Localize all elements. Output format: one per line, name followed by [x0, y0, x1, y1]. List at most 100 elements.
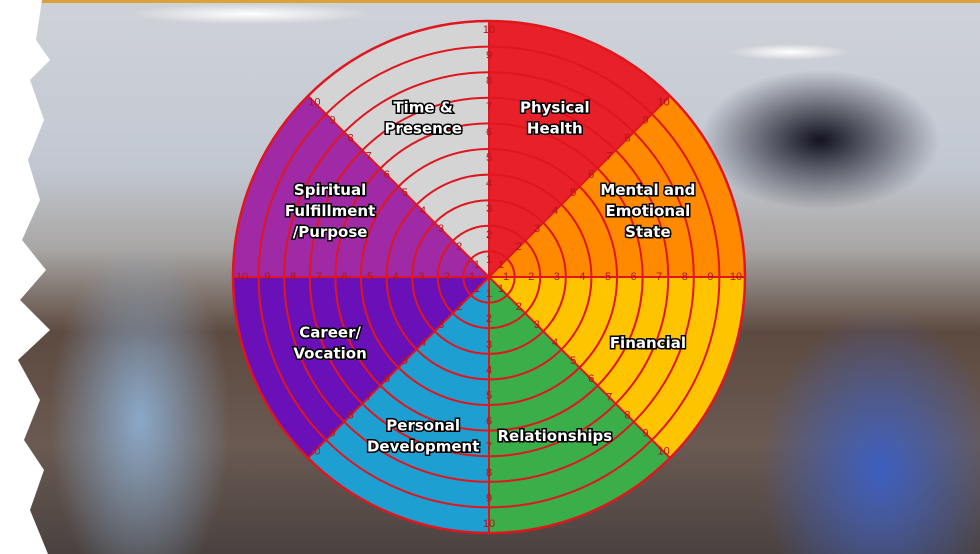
scale-number: 3	[554, 271, 560, 283]
scale-number: 5	[605, 271, 611, 283]
scale-number: 2	[516, 241, 522, 253]
scale-number: 9	[642, 428, 648, 440]
scale-number: 7	[316, 271, 322, 283]
scale-number: 1	[486, 288, 492, 300]
scale-number: 9	[707, 271, 713, 283]
scale-number: 9	[642, 114, 648, 126]
scale-number: 2	[444, 271, 450, 283]
label-line: Physical	[520, 99, 590, 117]
label-time-presence: Time &Presence	[384, 99, 461, 138]
scale-number: 6	[588, 373, 594, 385]
scale-number: 2	[456, 241, 462, 253]
scale-number: 10	[730, 271, 742, 283]
label-line: Development	[367, 437, 479, 455]
scale-number: 3	[418, 271, 424, 283]
label-financial: Financial	[610, 334, 686, 352]
spoke	[307, 95, 490, 278]
sector-physical-health	[489, 21, 671, 277]
scale-number: 6	[588, 169, 594, 181]
scale-number: 5	[570, 355, 576, 367]
label-line: Mental and	[600, 181, 695, 199]
sector-spiritual-fulfillment-purpose	[233, 95, 489, 277]
scale-number: 5	[402, 355, 408, 367]
scale-number: 7	[486, 101, 492, 113]
scale-number: 8	[486, 75, 492, 87]
sector-time-presence	[307, 21, 489, 277]
scale-number: 8	[347, 133, 353, 145]
spoke	[307, 276, 490, 459]
scale-number: 5	[570, 187, 576, 199]
scale-number: 9	[265, 271, 271, 283]
scale-number: 6	[384, 169, 390, 181]
scale-number: 7	[606, 151, 612, 163]
scale-number: 9	[329, 428, 335, 440]
label-line: State	[625, 223, 670, 241]
scale-number: 2	[486, 313, 492, 325]
scale-number: 4	[552, 205, 558, 217]
scale-number: 10	[658, 96, 670, 108]
scale-number: 8	[682, 271, 688, 283]
label-line: Relationships	[497, 427, 612, 445]
scale-number: 10	[658, 446, 670, 458]
scale-number: 1	[469, 271, 475, 283]
label-line: Financial	[610, 334, 686, 352]
scale-number: 1	[498, 259, 504, 271]
scale-number: 10	[483, 518, 495, 530]
label-line: Personal	[386, 416, 460, 434]
scale-number: 6	[341, 271, 347, 283]
scale-number: 8	[624, 409, 630, 421]
scale-number: 2	[456, 301, 462, 313]
scale-number: 3	[486, 339, 492, 351]
scale-number: 1	[498, 283, 504, 295]
label-relationships: Relationships	[497, 427, 612, 445]
scale-number: 2	[486, 229, 492, 241]
scale-number: 7	[486, 441, 492, 453]
scale-number: 9	[486, 50, 492, 62]
scale-number: 5	[486, 152, 492, 164]
scale-number: 7	[606, 391, 612, 403]
sector-career-vocation	[233, 277, 489, 459]
scale-number: 4	[420, 337, 426, 349]
label-line: Spiritual	[294, 181, 366, 199]
sector-relationships	[489, 277, 671, 533]
scale-number: 4	[486, 178, 492, 190]
scale-number: 7	[656, 271, 662, 283]
scale-number: 8	[624, 133, 630, 145]
wheel-spokes	[233, 21, 745, 533]
scale-number: 1	[474, 283, 480, 295]
scale-number: 8	[486, 467, 492, 479]
scale-number: 4	[579, 271, 585, 283]
scale-number: 6	[631, 271, 637, 283]
scale-number: 4	[552, 337, 558, 349]
label-career-vocation: Career/Vocation	[293, 323, 366, 362]
scale-number: 3	[438, 319, 444, 331]
scale-number: 1	[503, 271, 509, 283]
scale-number: 2	[516, 301, 522, 313]
label-line: Emotional	[606, 202, 691, 220]
label-line: Vocation	[293, 344, 366, 362]
scale-number: 9	[486, 492, 492, 504]
label-line: /Purpose	[293, 223, 368, 241]
spoke	[488, 276, 671, 459]
scale-number: 10	[308, 96, 320, 108]
label-line: Career/	[299, 323, 361, 341]
sector-financial	[489, 277, 745, 459]
scale-number: 8	[290, 271, 296, 283]
scale-number: 1	[474, 259, 480, 271]
scale-number: 8	[347, 409, 353, 421]
scale-number: 4	[420, 205, 426, 217]
label-line: Health	[527, 120, 583, 138]
scale-number: 9	[329, 114, 335, 126]
top-accent-bar	[40, 0, 980, 3]
scale-number: 4	[486, 364, 492, 376]
scale-number: 3	[486, 203, 492, 215]
scale-number: 10	[236, 271, 248, 283]
scale-number: 10	[483, 24, 495, 36]
scale-number: 7	[366, 151, 372, 163]
